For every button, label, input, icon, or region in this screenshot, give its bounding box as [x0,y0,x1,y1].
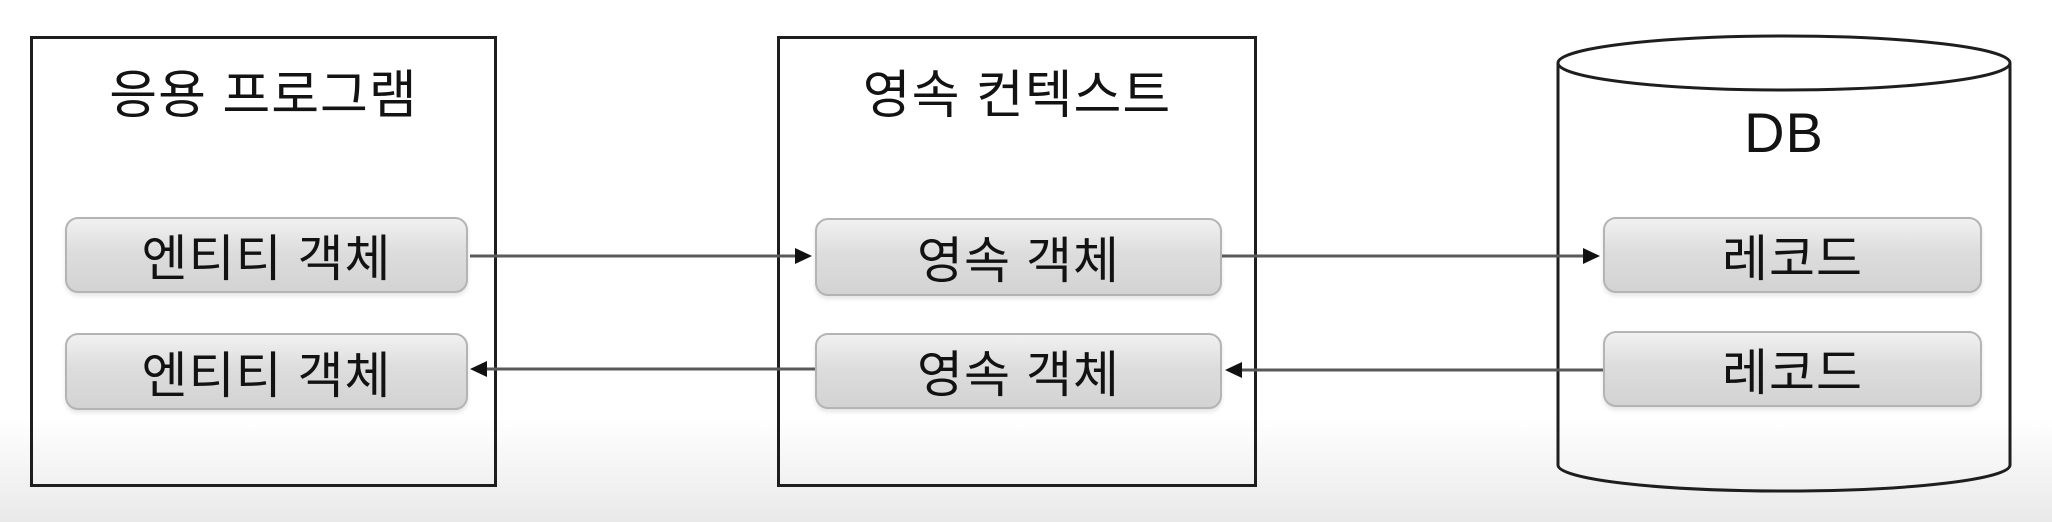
arrow-head [1583,248,1600,264]
node-record-2: 레코드 [1603,331,1982,407]
db-cylinder-top-ellipse [1556,34,2012,92]
panel-persistence-context: 영속 컨텍스트 [777,36,1257,487]
db-cylinder-bottom-arc [1556,464,2012,493]
node-entity-object-2: 엔티티 객체 [65,333,468,410]
node-persistent-object-2: 영속 객체 [815,333,1222,409]
node-persistent-object-1: 영속 객체 [815,218,1222,296]
arrow-persistent-to-record [1222,248,1600,264]
db-cylinder-title: DB [1744,101,1824,164]
node-entity-object-1: 엔티티 객체 [65,217,468,293]
panel-application-title: 응용 프로그램 [109,67,418,125]
panel-application: 응용 프로그램 [30,36,497,487]
arrow-persistent-to-entity [470,361,815,377]
arrow-record-to-persistent [1225,362,1603,378]
panel-persistence-context-title: 영속 컨텍스트 [862,67,1172,125]
node-record-1: 레코드 [1603,217,1982,293]
arrow-entity-to-persistent [470,248,812,264]
